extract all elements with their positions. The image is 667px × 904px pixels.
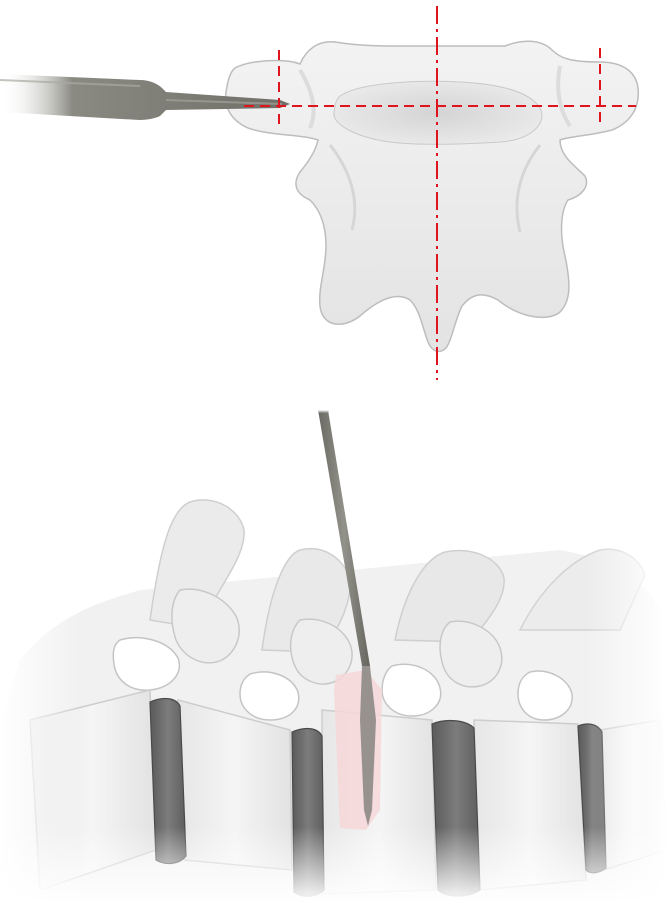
vertebra-axial-icon xyxy=(226,41,639,351)
axial-view-panel xyxy=(0,0,667,390)
lateral-view-illustration xyxy=(0,390,667,904)
lateral-view-panel xyxy=(0,390,667,904)
axial-view-illustration xyxy=(0,0,667,390)
